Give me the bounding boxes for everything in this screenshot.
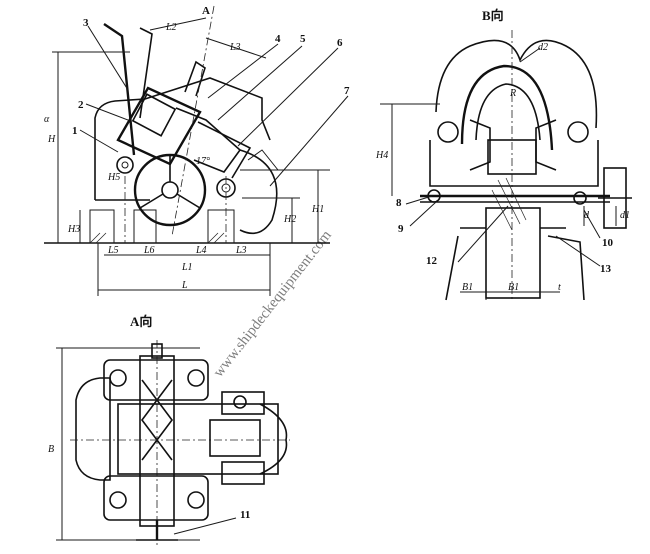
dim-b1-center: B1 [508,282,519,293]
dim-h4: H4 [375,150,388,161]
dim-l1: L1 [181,262,193,273]
dim-h3: H3 [67,224,80,235]
part-number-10: 10 [602,237,614,249]
dim-t: t [558,282,561,293]
dim-l3: L3 [229,42,241,53]
b-view-title: B向 [482,8,504,23]
part-number-8: 8 [396,197,402,209]
part-number-2: 2 [78,99,84,111]
side-view [44,5,349,296]
dim-r: R [509,88,516,99]
part-number-5: 5 [300,33,306,45]
dim-h2: H2 [283,214,296,225]
part-number-13: 13 [600,263,612,275]
part-number-4: 4 [275,33,281,45]
dim-l3-bottom: L3 [235,245,247,256]
section-arrow-a: A [202,5,210,17]
dim-d1: d1 [620,210,630,221]
dim-h: H [47,134,56,145]
part-number-12: 12 [426,255,438,267]
side-view-labels: 3 2 1 4 5 6 7 A L2 L3 H α H5 H3 17° H2 H… [44,5,350,291]
part-number-11: 11 [240,509,250,521]
dim-l: L [181,280,188,291]
a-view-title: A向 [130,314,152,329]
dim-l5: L5 [107,245,119,256]
dim-alpha: α [44,114,50,125]
part-number-9: 9 [398,223,404,235]
b-view-labels: B向 d2 R H4 8 9 10 12 13 d d1 B1 B1 t [375,8,630,293]
part-number-7: 7 [344,85,350,97]
dim-l6: L6 [143,245,155,256]
dim-d2: d2 [538,42,548,53]
dim-b: B [48,444,54,455]
part-number-6: 6 [337,37,343,49]
dim-l2: L2 [165,22,177,33]
dim-d: d [584,210,590,221]
dim-b1-left: B1 [462,282,473,293]
watermark-text: www.shipdeckequipment.com [211,227,336,380]
dim-angle: 17° [196,156,210,167]
b-view [380,30,632,301]
a-view-labels: A向 B 11 [48,314,250,521]
dim-h5: H5 [107,172,120,183]
a-view [56,340,290,548]
dim-l4: L4 [195,245,207,256]
dim-h1: H1 [311,204,324,215]
part-number-3: 3 [83,17,89,29]
part-number-1: 1 [72,125,78,137]
